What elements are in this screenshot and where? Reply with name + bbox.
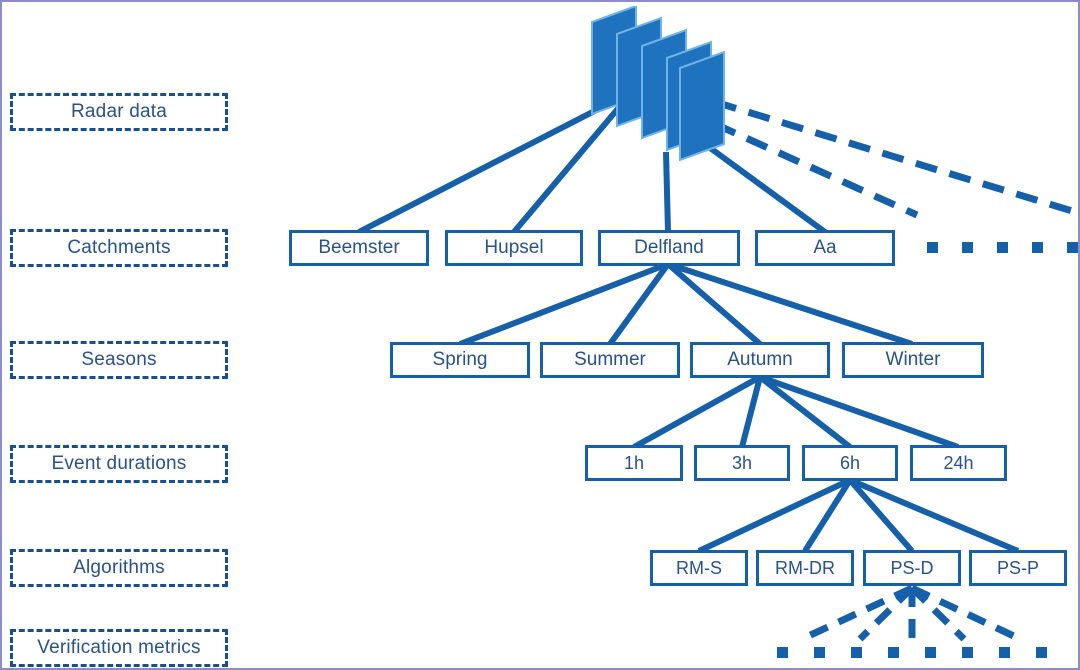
node-season-autumn[interactable]: Autumn	[690, 342, 830, 378]
node-season-summer[interactable]: Summer	[540, 342, 680, 378]
node-season-spring[interactable]: Spring	[390, 342, 530, 378]
ellipsis-dot	[1036, 647, 1047, 658]
edge-radar-dashed-lower	[713, 120, 919, 219]
stage-label-text: Verification metrics	[37, 637, 201, 658]
stage-label-text: Radar data	[70, 101, 167, 122]
node-duration-6h[interactable]: 6h	[802, 445, 898, 481]
node-label: 1h	[623, 452, 645, 473]
stage-label-text: Algorithms	[73, 557, 165, 578]
node-catchment-aa[interactable]: Aa	[755, 230, 895, 266]
stage-label-text: Event durations	[51, 453, 187, 474]
stage-label-text: Catchments	[67, 237, 171, 258]
node-label: Summer	[574, 349, 646, 370]
edge-delfland-to-winter	[667, 261, 913, 347]
stage-label-algorithms: Algorithms	[10, 549, 228, 587]
node-label: 3h	[731, 452, 753, 473]
ellipsis-dot	[888, 647, 899, 658]
node-algorithm-ps-d[interactable]: PS-D	[863, 550, 961, 586]
node-label: 6h	[839, 452, 861, 473]
edge-6h-to-ps-d	[847, 478, 915, 553]
edge-delfland-to-autumn	[666, 261, 762, 347]
ellipsis-dot	[962, 242, 973, 253]
node-catchment-hupsel[interactable]: Hupsel	[445, 230, 583, 266]
radar-data-stack-icon	[591, 6, 725, 162]
edge-6h-to-rm-s	[697, 477, 852, 554]
node-label: RM-DR	[775, 557, 835, 578]
edge-autumn-to-6h	[758, 374, 852, 450]
node-label: Delfland	[634, 237, 704, 258]
ellipsis-dot	[927, 242, 938, 253]
node-label: Autumn	[727, 349, 793, 370]
catchments-ellipsis-dots	[927, 242, 1078, 253]
node-label: Spring	[432, 349, 488, 370]
edge-psd-to-metric-4	[909, 585, 967, 642]
edge-delfland-to-spring	[458, 261, 670, 347]
node-duration-24h[interactable]: 24h	[910, 445, 1007, 481]
edge-radar-to-aa	[700, 139, 827, 235]
node-label: PS-D	[890, 557, 934, 578]
edge-radar-to-hupsel	[511, 103, 624, 234]
edge-psd-to-metric-1	[800, 584, 914, 643]
ellipsis-dot	[1032, 242, 1043, 253]
node-duration-1h[interactable]: 1h	[585, 445, 683, 481]
node-label: Winter	[885, 349, 941, 370]
node-algorithm-rm-dr[interactable]: RM-DR	[756, 550, 854, 586]
node-label: PS-P	[996, 557, 1039, 578]
ellipsis-dot	[997, 242, 1008, 253]
edge-radar-to-delfland	[663, 151, 671, 233]
node-label: Beemster	[318, 237, 400, 258]
edge-delfland-to-summer	[607, 262, 671, 346]
stage-label-event-durations: Event durations	[10, 445, 228, 483]
node-label: RM-S	[676, 557, 722, 578]
edge-radar-to-beemster	[357, 99, 614, 235]
node-label: Aa	[813, 237, 837, 258]
node-catchment-beemster[interactable]: Beemster	[289, 230, 429, 266]
ellipsis-dot	[962, 647, 973, 658]
stage-label-text: Seasons	[81, 349, 157, 370]
ellipsis-dot	[999, 647, 1010, 658]
node-algorithm-rm-s[interactable]: RM-S	[650, 550, 748, 586]
ellipsis-dot	[1067, 242, 1078, 253]
edge-psd-to-metric-2	[857, 585, 915, 642]
ellipsis-dot	[777, 647, 788, 658]
edge-autumn-to-24h	[759, 374, 959, 450]
stage-label-seasons: Seasons	[10, 341, 228, 379]
verification-metrics-ellipsis-dots	[777, 647, 1047, 658]
stage-label-radar-data: Radar data	[10, 93, 228, 131]
node-label: Hupsel	[484, 237, 544, 258]
node-season-winter[interactable]: Winter	[842, 342, 984, 378]
node-label: 24h	[943, 452, 974, 473]
edge-6h-to-rm-dr	[802, 478, 853, 553]
ellipsis-dot	[925, 647, 936, 658]
edge-autumn-to-3h	[739, 376, 763, 448]
ellipsis-dot	[814, 647, 825, 658]
stage-label-catchments: Catchments	[10, 229, 228, 267]
node-duration-3h[interactable]: 3h	[694, 445, 790, 481]
ellipsis-dot	[851, 647, 862, 658]
node-catchment-delfland[interactable]: Delfland	[598, 230, 740, 266]
node-algorithm-ps-p[interactable]: PS-P	[969, 550, 1067, 586]
edge-6h-to-ps-p	[848, 477, 1020, 554]
stage-label-verification-metrics: Verification metrics	[10, 629, 228, 667]
edge-autumn-to-1h	[632, 374, 762, 450]
edge-radar-dashed-upper	[713, 98, 1078, 217]
edge-psd-to-metric-5	[910, 584, 1022, 643]
